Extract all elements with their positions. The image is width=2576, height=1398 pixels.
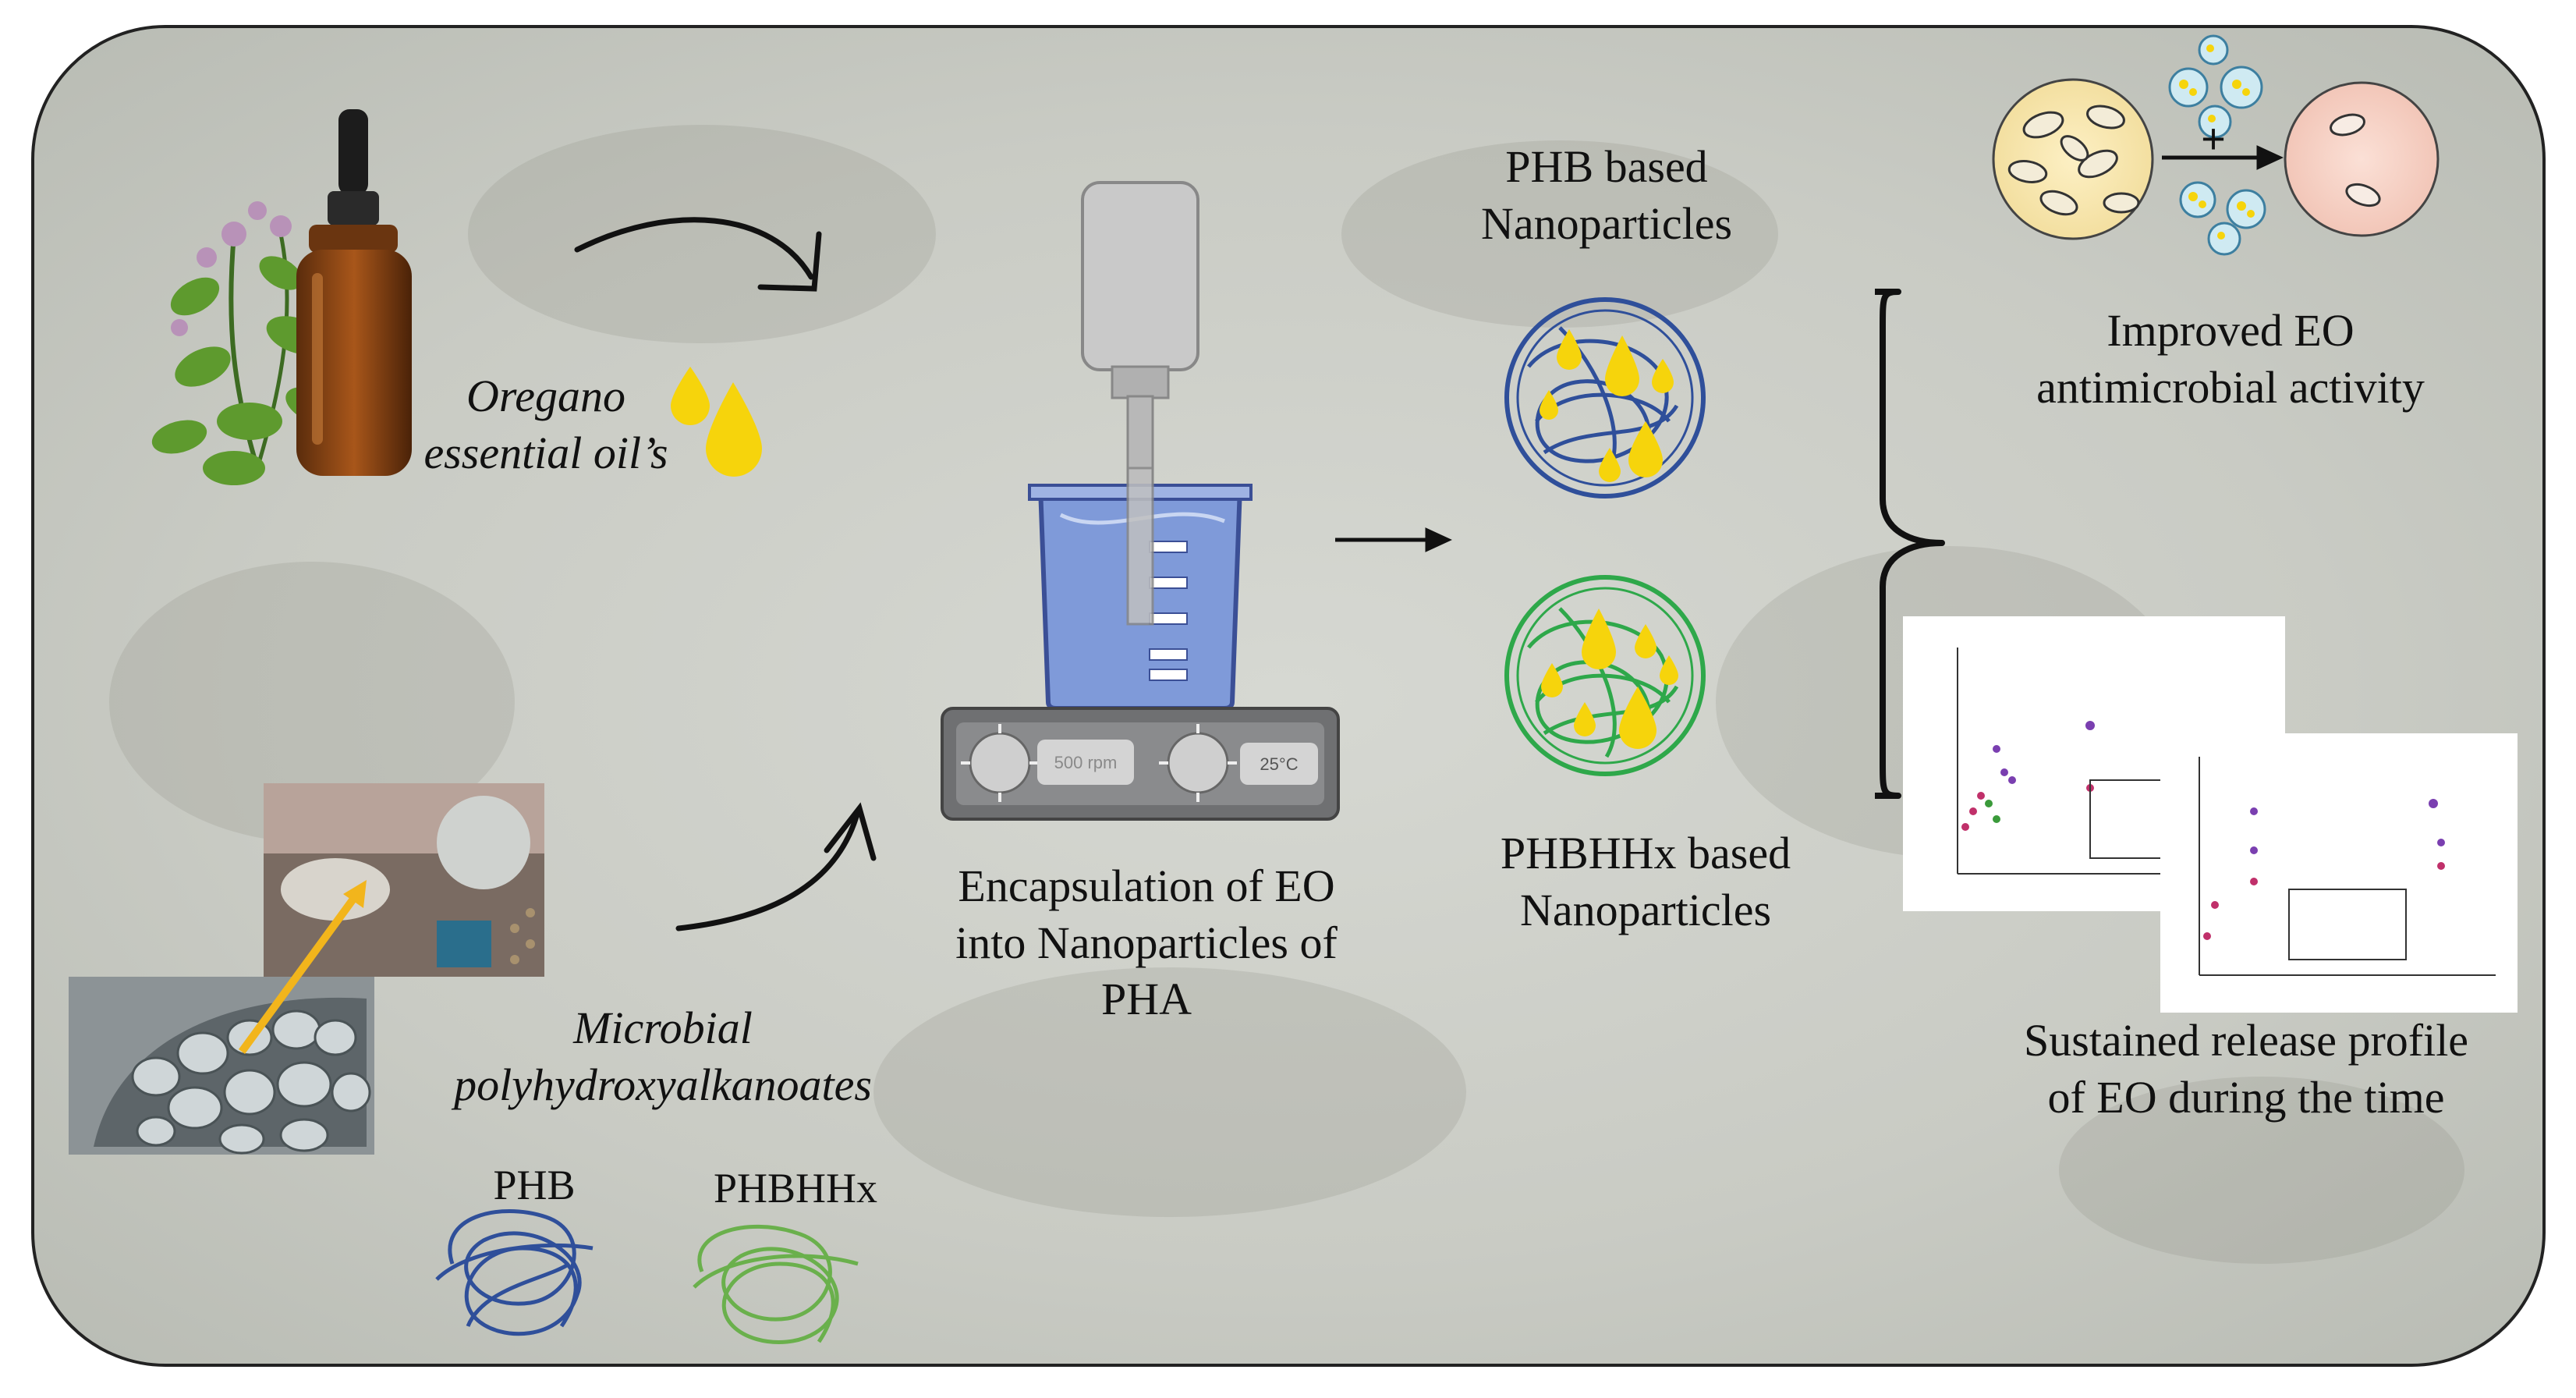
improved-activity-label: Improved EO antimicrobial activity bbox=[1965, 303, 2496, 416]
magnetic-stirrer-icon: 500 rpm 25°C bbox=[941, 707, 1340, 821]
phbhhx-nanoparticles-label: PHBHHx based Nanoparticles bbox=[1419, 825, 1872, 939]
phb-nanoparticles-label: PHB based Nanoparticles bbox=[1419, 139, 1794, 252]
phb-polymer-icon bbox=[435, 1209, 594, 1336]
treated-cell-icon bbox=[2284, 81, 2440, 237]
arrow-bacteria-treatment bbox=[2162, 145, 2284, 170]
improved-activity-label-line1: Improved EO bbox=[2107, 305, 2355, 356]
sustained-release-label-line1: Sustained release profile bbox=[2023, 1015, 2469, 1066]
microbial-label: Microbial polyhydroxyalkanoates bbox=[390, 1000, 936, 1113]
temperature-display bbox=[1240, 743, 1318, 785]
oregano-label-line1: Oregano bbox=[466, 371, 626, 421]
plus-sign: + bbox=[2201, 115, 2226, 162]
grouping-brace bbox=[1875, 289, 1945, 799]
phbhhx-nanoparticles-label-line2: Nanoparticles bbox=[1519, 884, 1772, 935]
speed-display-text: 500 rpm bbox=[1054, 753, 1118, 772]
encapsulation-label: Encapsulation of EO into Nanoparticles o… bbox=[889, 858, 1404, 1028]
bacteria-cell-icon bbox=[1992, 78, 2154, 240]
beaker-icon bbox=[1028, 467, 1253, 711]
phb-nanoparticle-icon bbox=[1504, 297, 1706, 499]
phbhhx-polymer-icon bbox=[693, 1224, 859, 1344]
encapsulation-label-line3: PHA bbox=[1100, 974, 1192, 1024]
sustained-release-label-line2: of EO during the time bbox=[2047, 1071, 2445, 1123]
phb-nanoparticles-label-line1: PHB based bbox=[1505, 141, 1708, 192]
microbial-label-line2: polyhydroxyalkanoates bbox=[454, 1059, 872, 1110]
release-graph-b bbox=[2160, 733, 2518, 1013]
oil-droplets-icon bbox=[671, 367, 762, 477]
temperature-knob-icon bbox=[1167, 732, 1229, 794]
oregano-label-line2: essential oil’s bbox=[423, 427, 668, 478]
sustained-release-label: Sustained release profile of EO during t… bbox=[1950, 1013, 2542, 1126]
straight-arrow-to-nanoparticles bbox=[1335, 527, 1452, 552]
curved-arrow-from-oil bbox=[574, 217, 822, 292]
microbial-label-line1: Microbial bbox=[573, 1002, 753, 1053]
curved-arrow-from-pha bbox=[675, 802, 877, 931]
phb-nanoparticles-label-line2: Nanoparticles bbox=[1480, 197, 1733, 249]
improved-activity-label-line2: antimicrobial activity bbox=[2036, 361, 2425, 413]
nanoparticle-cluster-icon bbox=[2168, 34, 2266, 256]
speed-knob-icon bbox=[969, 732, 1031, 794]
encapsulation-label-line2: into Nanoparticles of bbox=[955, 917, 1338, 968]
background-panel bbox=[31, 25, 2546, 1367]
phb-label: PHB bbox=[493, 1162, 576, 1208]
speed-display bbox=[1037, 740, 1134, 785]
flask-photo bbox=[264, 783, 544, 977]
essential-oil-bottle-icon bbox=[296, 109, 412, 476]
phbhhx-label: PHBHHx bbox=[713, 1165, 878, 1212]
electron-micrograph-photo bbox=[69, 977, 374, 1155]
oregano-label: Oregano essential oil’s bbox=[359, 368, 733, 481]
encapsulation-label-line1: Encapsulation of EO bbox=[958, 860, 1335, 911]
temperature-display-text: 25°C bbox=[1260, 754, 1298, 774]
photo-link-arrow bbox=[238, 887, 364, 1054]
phbhhx-nanoparticles-label-line1: PHBHHx based bbox=[1500, 828, 1791, 878]
phbhhx-nanoparticle-icon bbox=[1504, 575, 1706, 776]
